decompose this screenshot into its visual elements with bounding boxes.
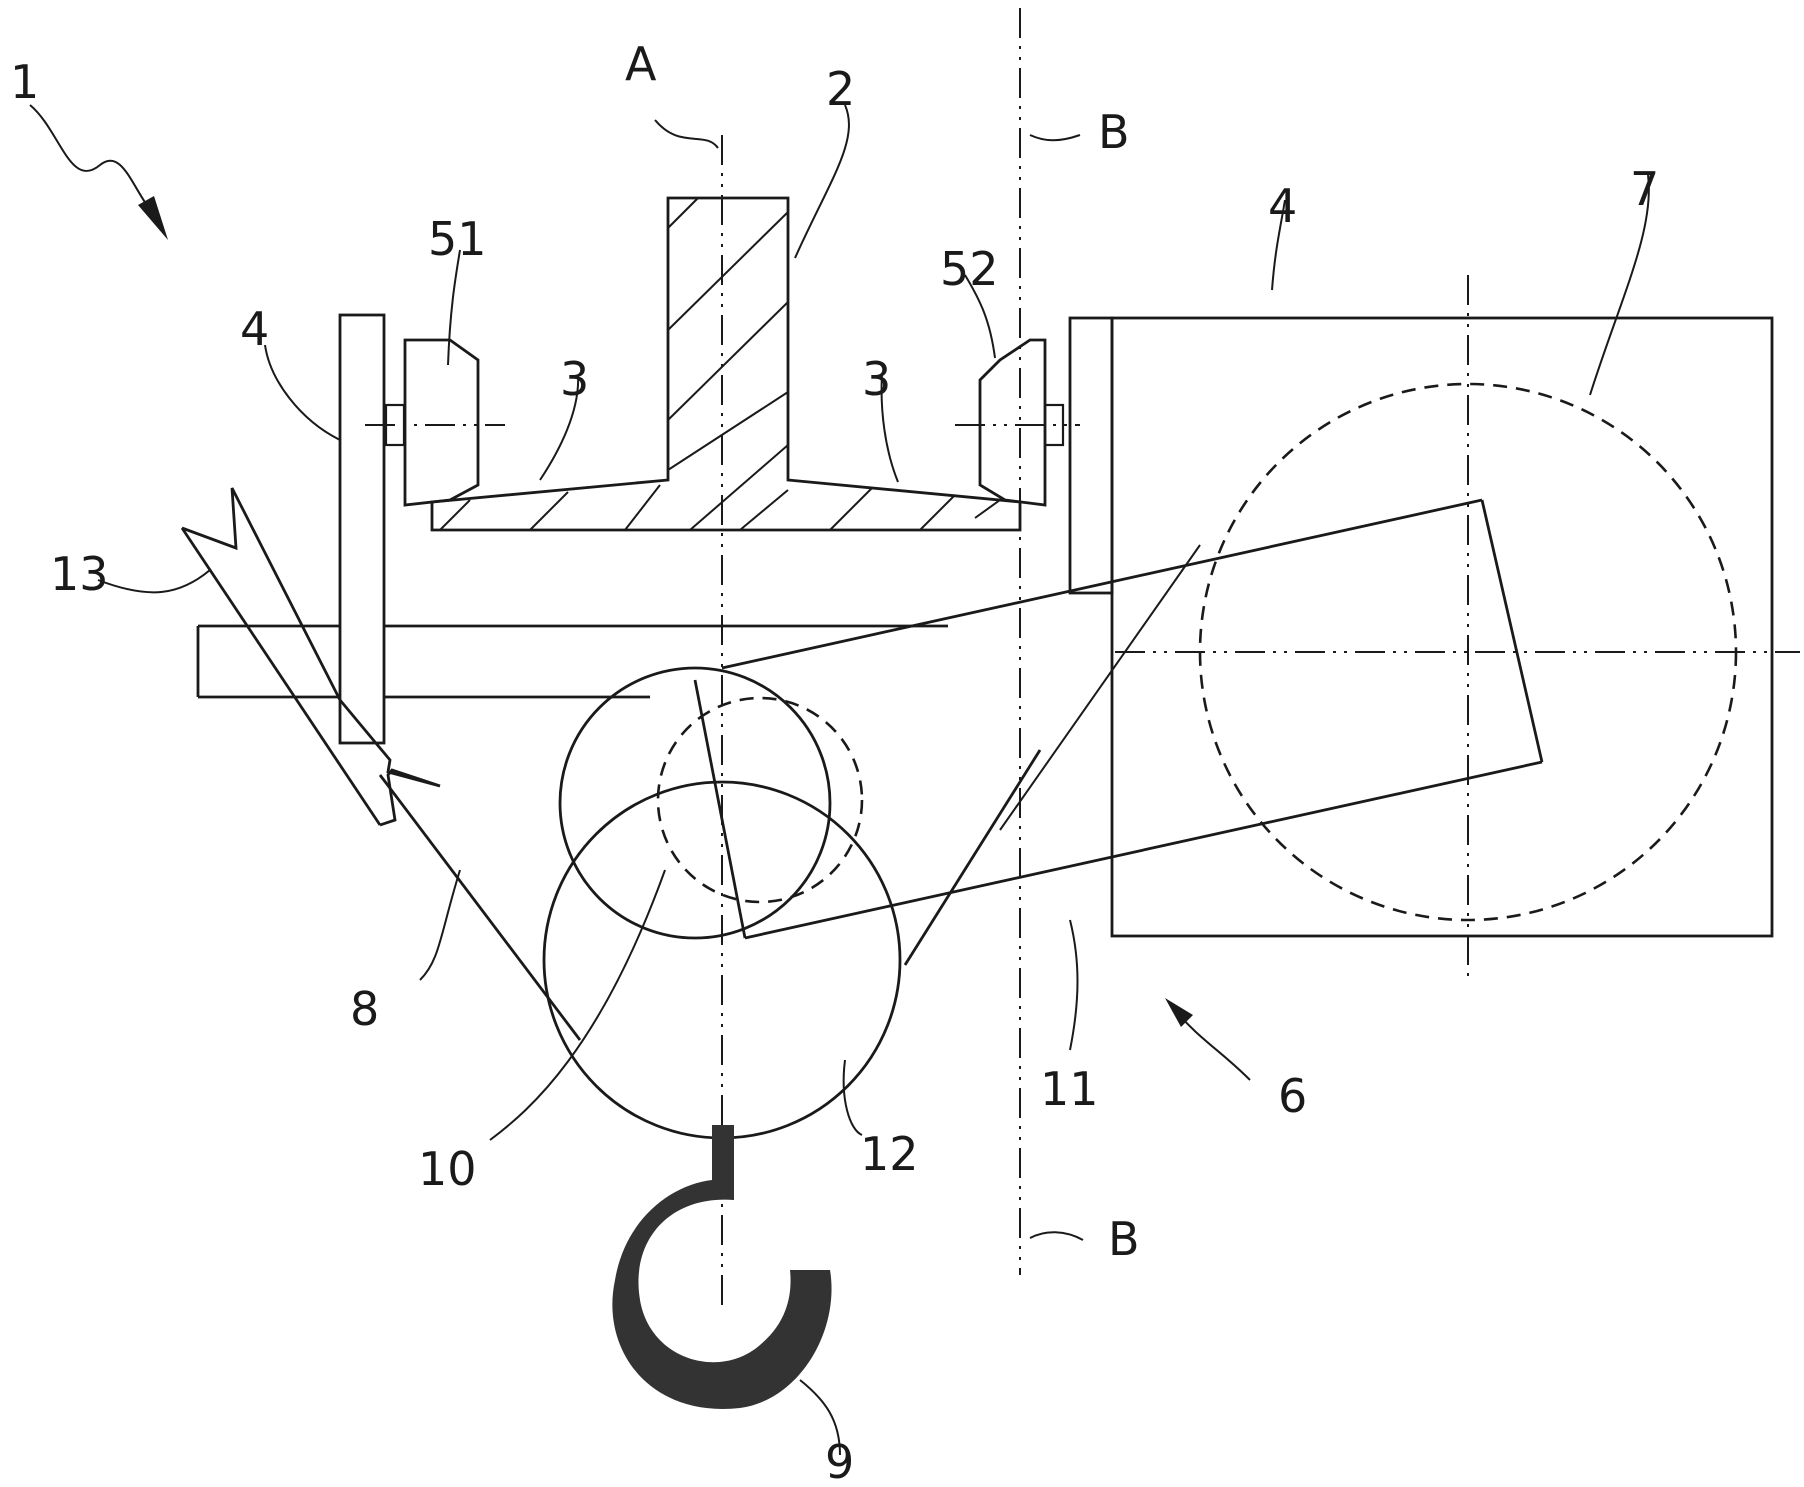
label-a: A bbox=[625, 37, 657, 91]
crossbar-13 bbox=[182, 488, 440, 825]
drum-housing bbox=[1112, 318, 1772, 936]
label-11: 11 bbox=[1040, 1062, 1099, 1116]
label-9: 9 bbox=[825, 1435, 854, 1487]
rope-8 bbox=[380, 775, 580, 1040]
label-b-top: B bbox=[1098, 105, 1130, 159]
labels: 1 A 2 B 51 52 4 4 7 3 3 13 8 10 12 11 6 … bbox=[10, 37, 1659, 1487]
leaders bbox=[30, 105, 1649, 1455]
arm-11 bbox=[695, 500, 1542, 938]
label-51: 51 bbox=[428, 212, 487, 266]
label-b-bottom: B bbox=[1108, 1212, 1140, 1266]
plate-right-strip bbox=[1070, 318, 1112, 593]
label-1: 1 bbox=[10, 55, 39, 109]
label-8: 8 bbox=[350, 982, 379, 1036]
label-3-right: 3 bbox=[862, 352, 891, 406]
label-7: 7 bbox=[1630, 162, 1659, 216]
label-4-left: 4 bbox=[240, 302, 269, 356]
pulley-10-hidden bbox=[658, 698, 862, 902]
plate-left bbox=[340, 315, 384, 743]
label-2: 2 bbox=[826, 62, 855, 116]
label-10: 10 bbox=[418, 1142, 477, 1196]
label-6: 6 bbox=[1278, 1069, 1307, 1123]
wheel-51 bbox=[405, 340, 478, 505]
beam bbox=[198, 626, 948, 697]
label-4-right: 4 bbox=[1268, 179, 1297, 233]
rail-section bbox=[432, 198, 1020, 530]
wheel-52 bbox=[980, 340, 1045, 505]
label-52: 52 bbox=[940, 242, 999, 296]
label-12: 12 bbox=[860, 1127, 919, 1181]
pulley-10 bbox=[560, 668, 830, 938]
label-13: 13 bbox=[50, 547, 109, 601]
label-3-left: 3 bbox=[560, 352, 589, 406]
